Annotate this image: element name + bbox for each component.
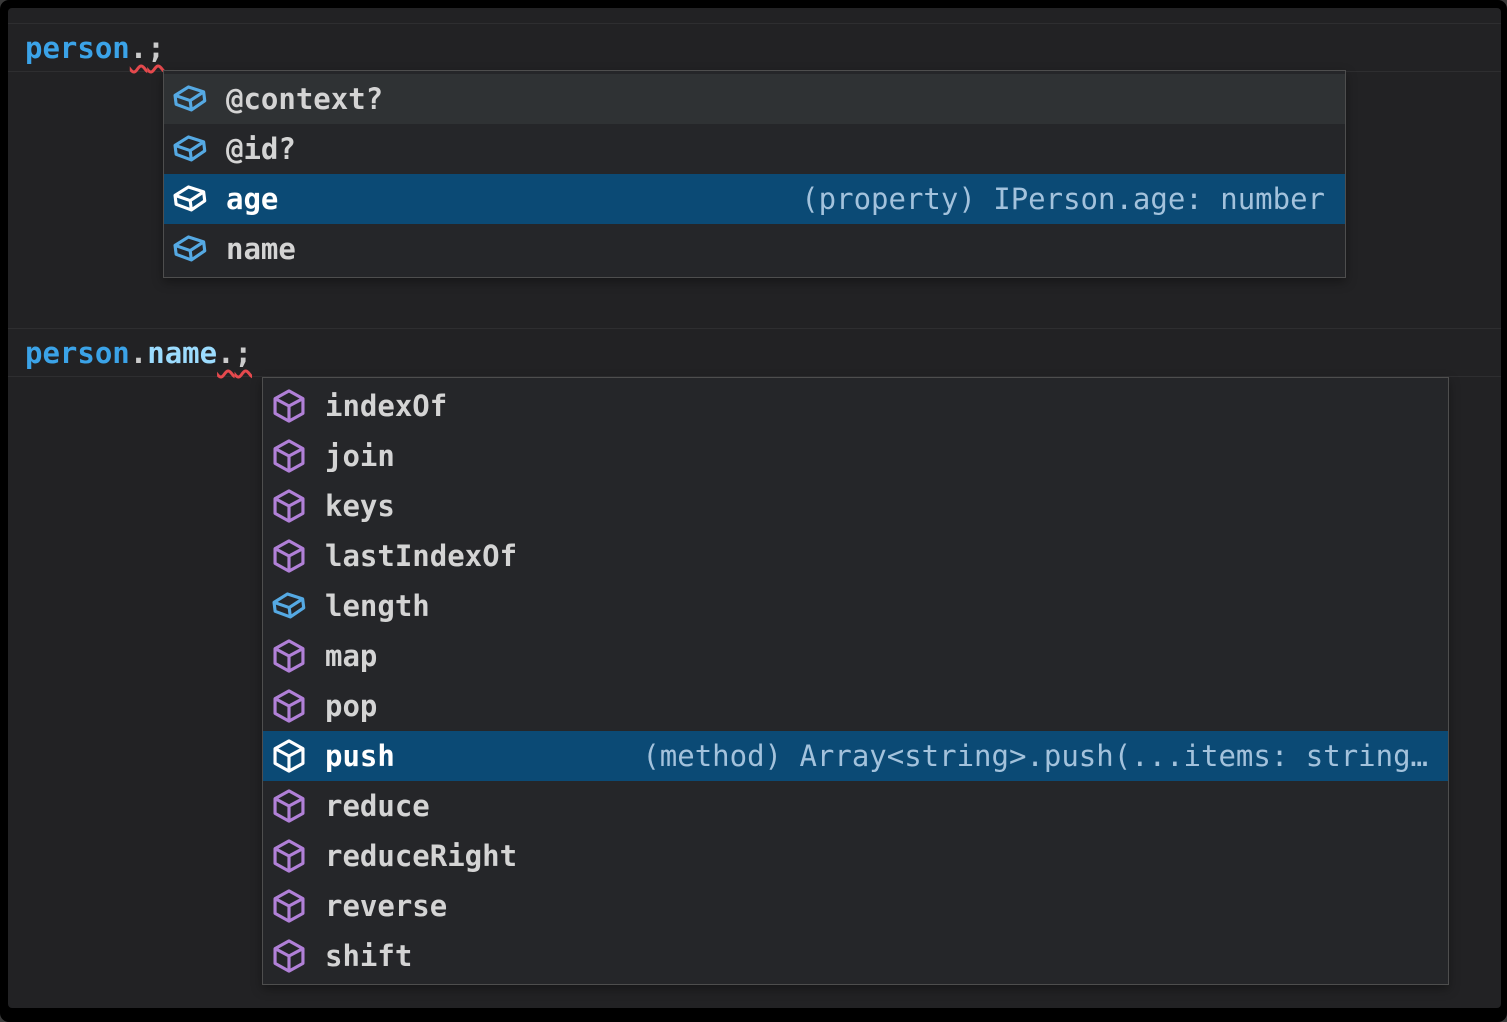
suggest-item-push[interactable]: push (method) Array<string>.push(...items… bbox=[263, 731, 1448, 781]
suggest-item-label: indexOf bbox=[325, 389, 448, 423]
symbol-field-icon bbox=[170, 229, 210, 269]
symbol-method-icon bbox=[271, 538, 307, 574]
symbol-method-icon bbox=[271, 388, 307, 424]
code-token: . bbox=[217, 335, 235, 370]
suggest-item-indexof[interactable]: indexOf bbox=[263, 381, 1448, 431]
suggest-item-label: @context? bbox=[226, 82, 384, 116]
suggest-item-label: age bbox=[226, 182, 279, 216]
code-token: person bbox=[25, 335, 130, 370]
suggest-widget: indexOf join keys lastIndexOf length map pop pu… bbox=[262, 377, 1449, 985]
suggest-item-reduceright[interactable]: reduceRight bbox=[263, 831, 1448, 881]
suggest-item-label: length bbox=[325, 589, 430, 623]
suggest-item-label: push bbox=[325, 739, 395, 773]
suggest-item-age[interactable]: age (property) IPerson.age: number bbox=[164, 174, 1345, 224]
symbol-method-icon bbox=[271, 738, 307, 774]
code-token: . bbox=[129, 335, 148, 370]
suggest-item-keys[interactable]: keys bbox=[263, 481, 1448, 531]
code-token: . bbox=[129, 30, 148, 65]
suggest-item-context[interactable]: @context? bbox=[164, 74, 1345, 124]
code-token: name bbox=[147, 335, 218, 370]
symbol-field-icon bbox=[170, 129, 210, 169]
suggest-item-name[interactable]: name bbox=[164, 224, 1345, 274]
symbol-method-icon bbox=[271, 888, 307, 924]
suggest-item-length[interactable]: length bbox=[263, 581, 1448, 631]
suggest-item-label: reduceRight bbox=[325, 839, 518, 873]
code-token: ; bbox=[147, 30, 165, 65]
suggest-item-detail: (method) Array<string>.push(...items: st… bbox=[642, 739, 1428, 773]
symbol-method-icon bbox=[271, 838, 307, 874]
symbol-field-icon bbox=[269, 586, 309, 626]
suggest-item-label: @id? bbox=[226, 132, 296, 166]
symbol-method-icon bbox=[271, 688, 307, 724]
suggest-item-reduce[interactable]: reduce bbox=[263, 781, 1448, 831]
symbol-method-icon bbox=[271, 938, 307, 974]
suggest-item-label: shift bbox=[325, 939, 413, 973]
symbol-field-icon bbox=[170, 79, 210, 119]
suggest-item-label: lastIndexOf bbox=[325, 539, 518, 573]
suggest-item-detail: (property) IPerson.age: number bbox=[801, 182, 1325, 216]
symbol-method-icon bbox=[271, 438, 307, 474]
suggest-item-label: reverse bbox=[325, 889, 448, 923]
suggest-item-label: pop bbox=[325, 689, 378, 723]
suggest-item-map[interactable]: map bbox=[263, 631, 1448, 681]
suggest-item-join[interactable]: join bbox=[263, 431, 1448, 481]
code-line[interactable]: person.; bbox=[8, 23, 1501, 72]
suggest-item-id[interactable]: @id? bbox=[164, 124, 1345, 174]
suggest-item-label: name bbox=[226, 232, 296, 266]
code-line[interactable]: person.name.; bbox=[8, 328, 1501, 377]
suggest-item-shift[interactable]: shift bbox=[263, 931, 1448, 981]
symbol-method-icon bbox=[271, 638, 307, 674]
suggest-item-pop[interactable]: pop bbox=[263, 681, 1448, 731]
suggest-item-lastindexof[interactable]: lastIndexOf bbox=[263, 531, 1448, 581]
symbol-method-icon bbox=[271, 488, 307, 524]
code-token: person bbox=[25, 30, 130, 65]
suggest-item-label: join bbox=[325, 439, 395, 473]
symbol-method-icon bbox=[271, 788, 307, 824]
code-token: ; bbox=[234, 335, 253, 370]
suggest-item-label: keys bbox=[325, 489, 395, 523]
suggest-widget: @context? @id? age (property) IPerson.age: … bbox=[163, 70, 1346, 278]
suggest-item-label: map bbox=[325, 639, 378, 673]
suggest-item-reverse[interactable]: reverse bbox=[263, 881, 1448, 931]
symbol-field-icon bbox=[170, 179, 210, 219]
suggest-item-label: reduce bbox=[325, 789, 430, 823]
